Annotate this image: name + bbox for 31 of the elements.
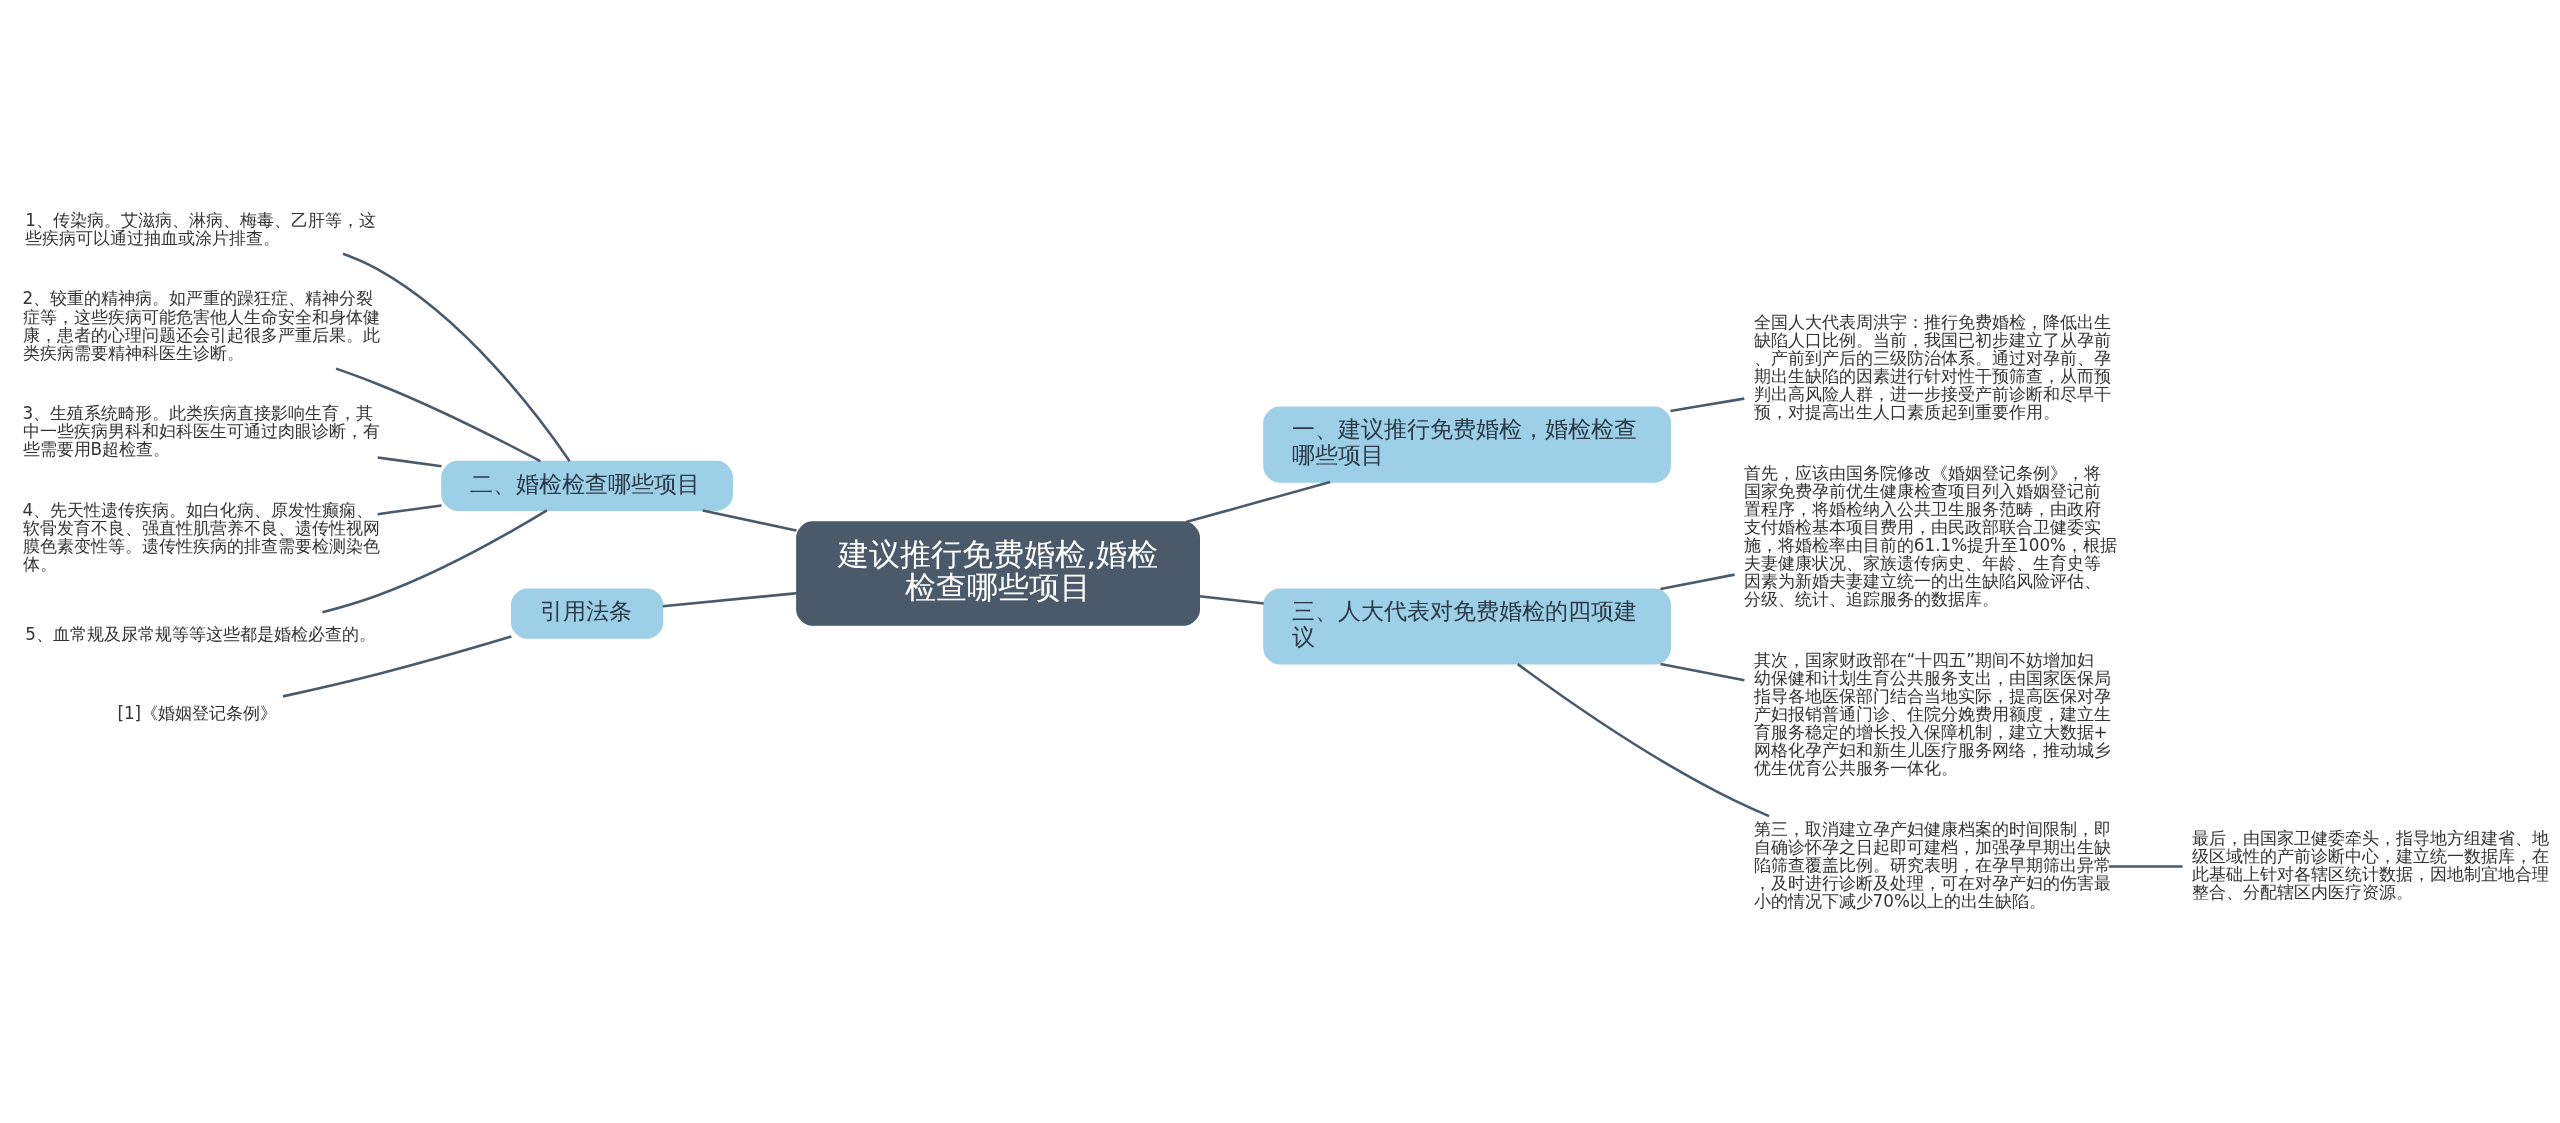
connector — [1670, 396, 1745, 412]
node-text: 3、生殖系统畸形。此类疾病直接影响生育，其中一些疾病男科和妇科医生可通过肉眼诊断，有些需要用B超检查。 — [22, 402, 380, 459]
node-text: 4、先天性遗传疾病。如白化病、原发性癫痫、软骨发育不良、强直性肌营养不良、遗传性视网膜色素变性等。遗传性疾病的排查需要检测染色体。 — [22, 499, 380, 574]
connector — [282, 634, 512, 698]
connector — [342, 252, 571, 462]
node-text: [1]《婚姻登记条例》 — [117, 702, 278, 723]
node-text: 全国人大代表周洪宇：推行免费婚检，降低出生缺陷人口比例。当前，我国已初步建立了从孕前、产前到产后的三级防治体系。通过对孕前、孕期出生缺陷的因素进行针对性干预筛查，从而预判出高风险人群，进一步接受产前诊断和尽早干预，对提高出生人口素质起到重要作用。 — [1753, 311, 2111, 422]
connector — [377, 503, 442, 515]
node-text: 5、血常规及尿常规等等这些都是婚检必查的。 — [25, 623, 376, 644]
node-text: 1、传染病。艾滋病、淋病、梅毒、乙肝等，这些疾病可以通过抽血或涂片排查。 — [25, 209, 376, 248]
connector — [377, 455, 442, 468]
connector — [2108, 864, 2183, 868]
node-box: 建议推行免费婚检,婚检检查哪些项目 — [796, 520, 1200, 626]
node-box: 二、婚检检查哪些项目 — [441, 460, 733, 511]
connector — [702, 508, 797, 532]
node-text: 首先，应该由国务院修改《婚姻登记条例》，将国家免费孕前优生健康检查项目列入婚姻登记前置程序，将婚检纳入公共卫生服务范畴，由政府支付婚检基本项目费用，由民政部联合卫健委实施，将婚检率由目前的61.1%提升至100%，根据夫妻健康状况、家族遗传病史、年龄、生育史等因素为新婚夫妻建立统一的出生缺陷风险评估、分级、统计、追踪服务的数据库。 — [1743, 462, 2118, 609]
node-box: 一、建议推行免费婚检，婚检检查哪些项目 — [1263, 406, 1671, 483]
node-box: 引用法条 — [510, 587, 664, 639]
connector — [1660, 572, 1735, 590]
node-text: 最后，由国家卫健委牵头，指导地方组建省、地级区域性的产前诊断中心，建立统一数据库，在此基础上针对各辖区统计数据，因地制宜地合理整合、分配辖区内医疗资源。 — [2191, 827, 2549, 902]
node-text: 第三，取消建立孕产妇健康档案的时间限制，即自确诊怀孕之日起即可建档，加强孕早期出生缺陷筛查覆盖比例。研究表明，在孕早期筛出异常，及时进行诊断及处理，可在对孕产妇的伤害最小的情况下减少70%以上的出生缺陷。 — [1753, 818, 2111, 911]
connector — [662, 591, 797, 608]
connector — [1199, 594, 1264, 605]
connector — [335, 366, 541, 462]
node-text: 2、较重的精神病。如严重的躁狂症、精神分裂症等，这些疾病可能危害他人生命安全和身体健康，患者的心理问题还会引起很多严重后果。此类疾病需要精神科医生诊断。 — [22, 287, 380, 363]
node-text: 其次，国家财政部在“十四五”期间不妨增加妇幼保健和计划生育公共服务支出，由国家医保局指导各地医保部门结合当地实际，提高医保对孕产妇报销普通门诊、住院分娩费用额度，建立生育服务稳定的增长投入保障机制，建立大数据+网格化孕产妇和新生儿医疗服务网络，推动城乡优生优育公共服务一体化。 — [1753, 649, 2111, 778]
node-box: 三、人大代表对免费婚检的四项建议 — [1263, 587, 1671, 665]
connector — [1660, 662, 1745, 682]
connector — [1185, 480, 1331, 523]
connector — [1516, 662, 1770, 817]
connector — [322, 508, 548, 614]
